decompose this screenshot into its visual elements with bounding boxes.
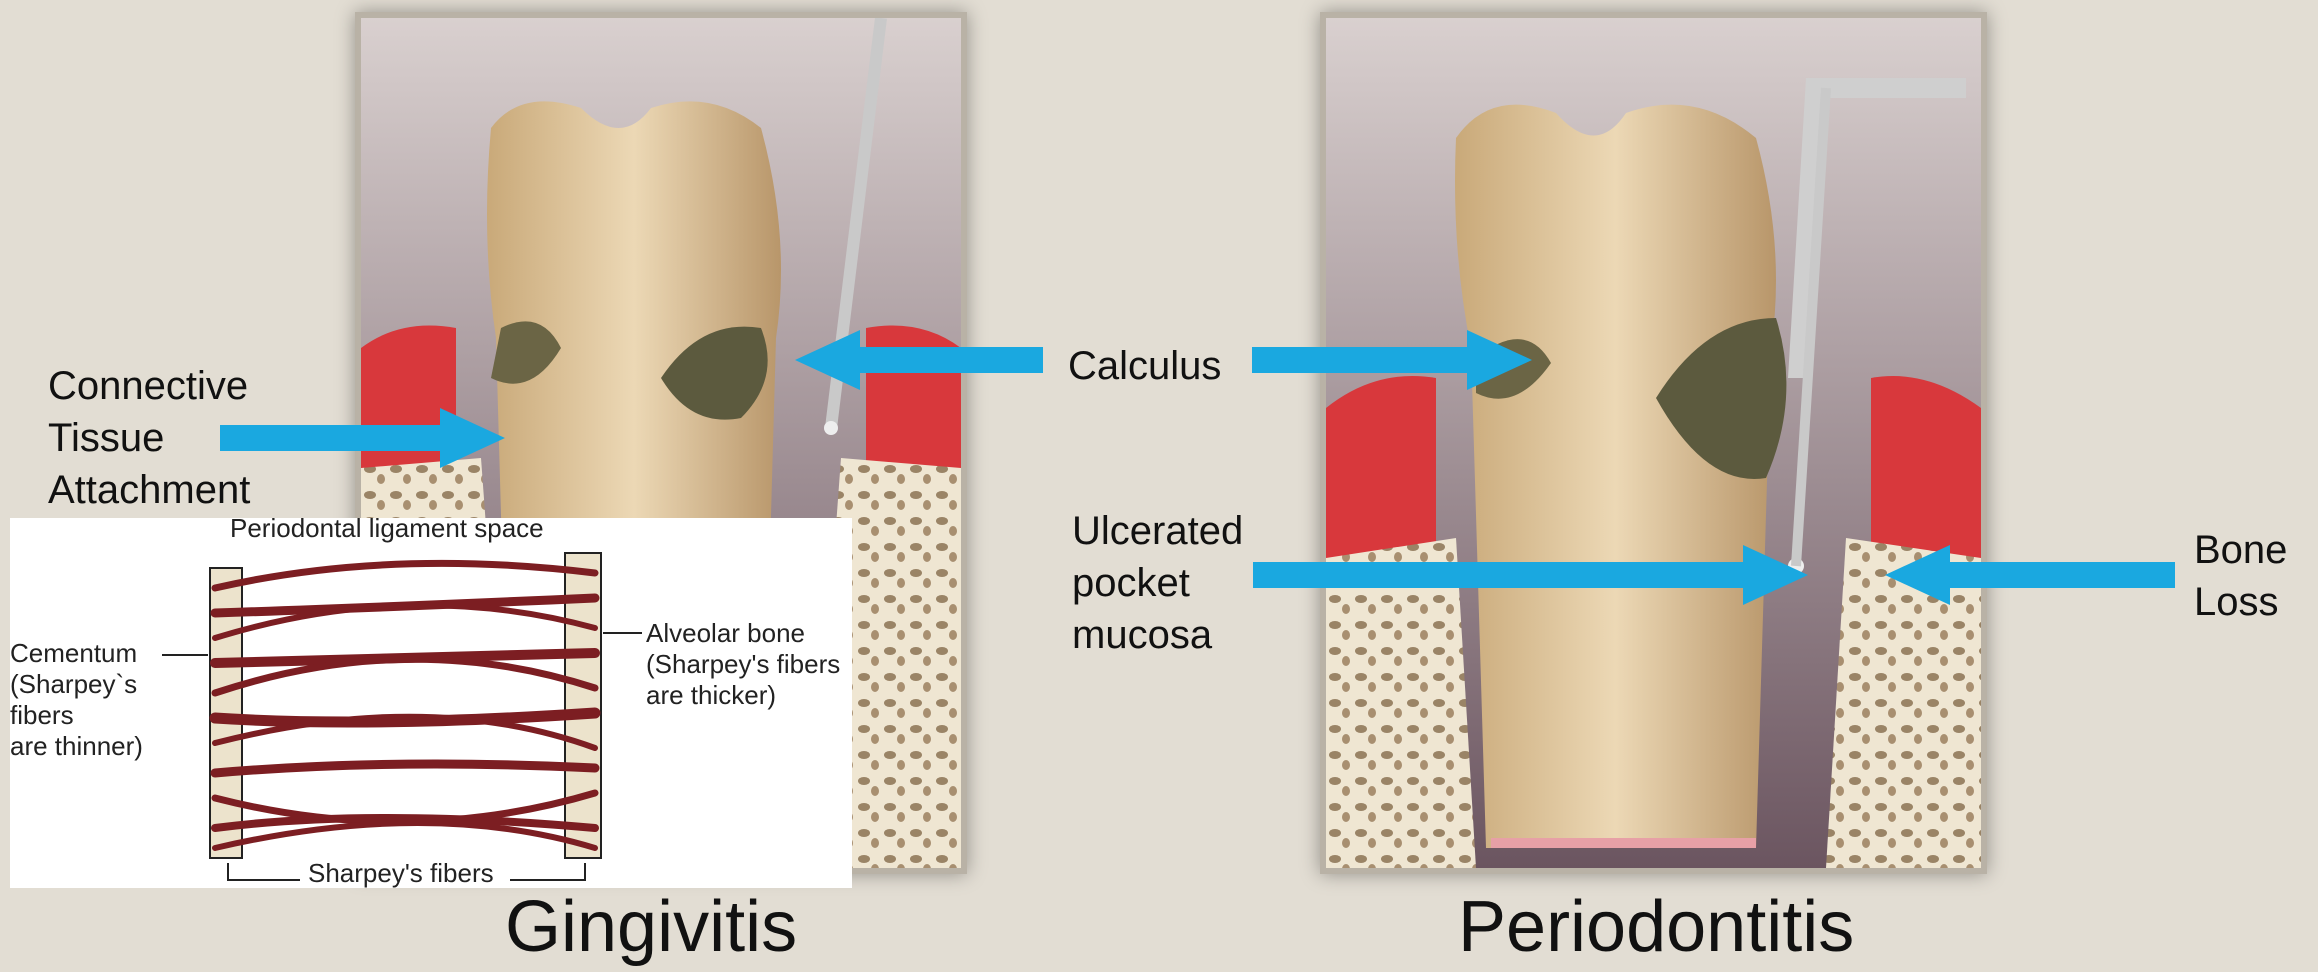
gingivitis-caption: Gingivitis bbox=[505, 886, 797, 968]
calculus-label: Calculus bbox=[1068, 340, 1221, 392]
cementum-line: (Sharpey`s bbox=[10, 669, 143, 700]
label-line: mucosa bbox=[1072, 609, 1243, 661]
bone-loss-label: Bone Loss bbox=[2194, 524, 2287, 628]
label-line: Ulcerated bbox=[1072, 505, 1243, 557]
ulcerated-pocket-label: Ulcerated pocket mucosa bbox=[1072, 505, 1243, 661]
calculus-arrow-right bbox=[1252, 330, 1532, 390]
label-line: pocket bbox=[1072, 557, 1243, 609]
inset-title: Periodontal ligament space bbox=[230, 513, 544, 544]
alveolar-line: are thicker) bbox=[646, 680, 840, 711]
cementum-line: fibers bbox=[10, 700, 143, 731]
calculus-arrow-left bbox=[795, 330, 1043, 390]
periodontitis-caption: Periodontitis bbox=[1458, 886, 1854, 968]
sharpeys-fibers-label: Sharpey's fibers bbox=[308, 858, 494, 889]
label-line: Connective bbox=[48, 360, 250, 412]
periodontal-ligament-inset: Periodontal ligament space Cementum (Sha… bbox=[10, 518, 852, 888]
connective-tissue-arrow bbox=[220, 408, 505, 468]
label-line: Loss bbox=[2194, 576, 2287, 628]
cementum-label: Cementum (Sharpey`s fibers are thinner) bbox=[10, 638, 143, 762]
periodontitis-illustration bbox=[1320, 12, 1987, 874]
label-line: Attachment bbox=[48, 464, 250, 516]
ulcerated-pocket-arrow bbox=[1253, 545, 1808, 605]
alveolar-line: Alveolar bone bbox=[646, 618, 840, 649]
alveolar-bone-label: Alveolar bone (Sharpey's fibers are thic… bbox=[646, 618, 840, 711]
alveolar-line: (Sharpey's fibers bbox=[646, 649, 840, 680]
label-line: Bone bbox=[2194, 524, 2287, 576]
bone-loss-arrow bbox=[1885, 545, 2175, 605]
cementum-line: are thinner) bbox=[10, 731, 143, 762]
cementum-line: Cementum bbox=[10, 638, 143, 669]
